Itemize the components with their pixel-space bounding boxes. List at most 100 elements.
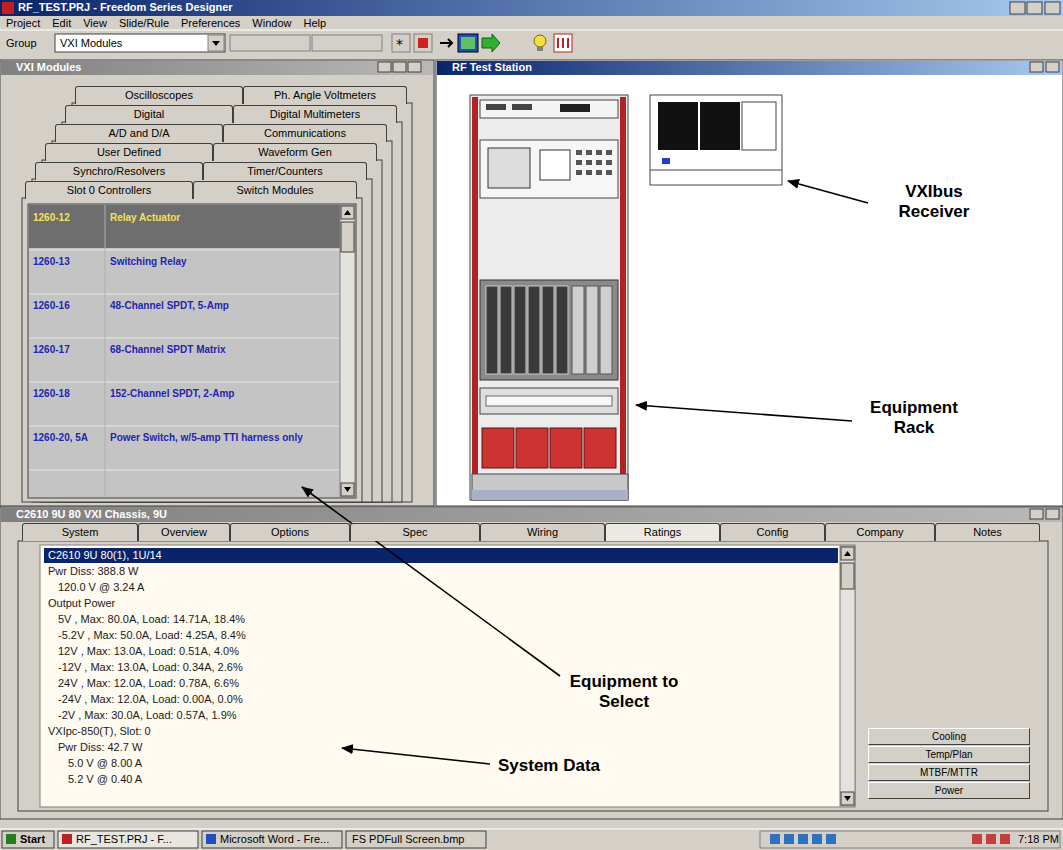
vxibus-receiver-part	[650, 170, 782, 171]
category-tab: Oscilloscopes	[75, 86, 243, 104]
property-tab: Notes	[935, 523, 1040, 541]
equipment-rack-part-part	[576, 160, 582, 165]
module-list-part	[29, 205, 340, 248]
module-list-part	[340, 205, 355, 497]
category-tab: Communications	[223, 124, 387, 142]
toolbar: *	[55, 34, 572, 52]
data-line: -12V , Max: 13.0A, Load: 0.34A, 2.6%	[58, 661, 243, 674]
category-tab: User Defined	[45, 143, 213, 161]
taskbar-part	[346, 831, 486, 848]
callout-label: Equipment to Select	[548, 672, 700, 712]
equipment-rack-part	[486, 104, 506, 110]
equipment-rack-part-part	[584, 428, 616, 468]
window-title: C2610 9U 80 VXI Chassis, 9U	[16, 508, 167, 520]
equipment-rack-part	[486, 396, 612, 406]
module-list-part-part	[29, 470, 340, 471]
station-window-part	[436, 60, 1063, 506]
data-line: Pwr Diss: 42.7 W	[58, 741, 142, 754]
equipment-rack-part	[482, 428, 616, 468]
app-frame-part	[2, 2, 14, 14]
toolbar-label: Group	[6, 37, 37, 50]
menu-item: Slide/Rule	[119, 17, 169, 30]
toolbar-part	[55, 34, 225, 52]
station-window: RF Test Station	[436, 60, 1063, 506]
vxibus-receiver	[650, 95, 782, 185]
vxibus-receiver-part	[662, 158, 670, 164]
category-tab: Digital Multimeters	[233, 105, 397, 123]
equipment-rack-part-part	[550, 428, 582, 468]
app-frame-part	[1027, 2, 1042, 14]
module-list-part-part	[29, 382, 340, 383]
menu-item: Help	[303, 17, 326, 30]
menu-item: Edit	[52, 17, 71, 30]
toolbar-part	[537, 47, 543, 51]
taskbar-part-part	[812, 834, 822, 844]
station-window-part	[1030, 62, 1043, 72]
taskbar-part	[206, 834, 216, 844]
equipment-rack-part	[486, 286, 568, 374]
toolbar-part	[458, 34, 478, 52]
taskbar	[0, 828, 1063, 850]
data-window-part	[0, 507, 1063, 819]
taskbar-part-part	[798, 834, 808, 844]
data-window-part	[841, 563, 854, 589]
toolbar-part	[554, 34, 572, 52]
module-name: 48-Channel SPDT, 5-Amp	[110, 300, 334, 312]
module-list-part-part	[29, 426, 340, 427]
side-button: Cooling	[868, 728, 1030, 745]
property-tab: Config	[720, 523, 825, 541]
data-window-part	[1, 508, 1062, 522]
leader-arrows-part	[302, 487, 560, 676]
module-number: 1260-20, 5A	[33, 432, 103, 444]
module-window-part	[0, 60, 434, 506]
equipment-rack-part-part	[596, 170, 602, 175]
app-frame	[0, 0, 1063, 828]
module-list-part-part	[105, 205, 106, 497]
taskbar-part-part	[784, 834, 794, 844]
callout-label: Equipment Rack	[858, 398, 970, 438]
equipment-rack-part	[560, 104, 590, 112]
category-tab: Waveform Gen	[213, 143, 377, 161]
taskbar-part	[58, 831, 198, 848]
taskbar-part	[2, 831, 54, 848]
module-name: Relay Actuator	[110, 212, 334, 224]
side-button: MTBF/MTTR	[868, 764, 1030, 781]
equipment-rack-part-part	[586, 160, 592, 165]
data-window-part	[844, 551, 851, 801]
toolbar-part	[212, 41, 220, 46]
category-tab: Timer/Counters	[203, 162, 367, 180]
equipment-rack-part-part	[500, 286, 512, 374]
module-window	[0, 60, 434, 506]
app-frame-part	[1045, 2, 1060, 14]
module-list	[28, 204, 356, 498]
data-line: -5.2V , Max: 50.0A, Load: 4.25A, 8.4%	[58, 629, 246, 642]
button-label: Temp/Plan	[925, 749, 972, 760]
equipment-rack-part	[480, 280, 618, 380]
data-line: 12V , Max: 13.0A, Load: 0.51A, 4.0%	[58, 645, 239, 658]
equipment-rack-part-part	[576, 150, 582, 155]
toolbar-part	[440, 39, 452, 47]
tab-cards	[22, 103, 412, 502]
station-window-part	[1046, 62, 1059, 72]
equipment-rack	[470, 95, 628, 500]
category-tab: Ph. Angle Voltmeters	[243, 86, 407, 104]
toolbar-part: *	[396, 36, 403, 52]
menu-item: View	[83, 17, 107, 30]
task-button: Microsoft Word - Fre...	[220, 833, 329, 846]
station-window-part	[437, 61, 1062, 75]
module-window-part	[1, 61, 433, 75]
equipment-rack-part	[488, 148, 530, 188]
data-line: 5V , Max: 80.0A, Load: 14.71A, 18.4%	[58, 613, 245, 626]
clock: 7:18 PM	[1018, 833, 1059, 846]
equipment-rack-part-part	[596, 160, 602, 165]
equipment-rack-part	[620, 97, 626, 497]
button-label: MTBF/MTTR	[920, 767, 978, 778]
equipment-rack-part-part	[596, 150, 602, 155]
vxibus-receiver-part	[700, 102, 740, 150]
module-number: 1260-16	[33, 300, 103, 312]
taskbar-part	[770, 834, 836, 844]
menu-item: Window	[252, 17, 291, 30]
toolbar-part	[461, 37, 475, 49]
equipment-rack-part-part	[576, 170, 582, 175]
module-list-part	[28, 204, 356, 498]
